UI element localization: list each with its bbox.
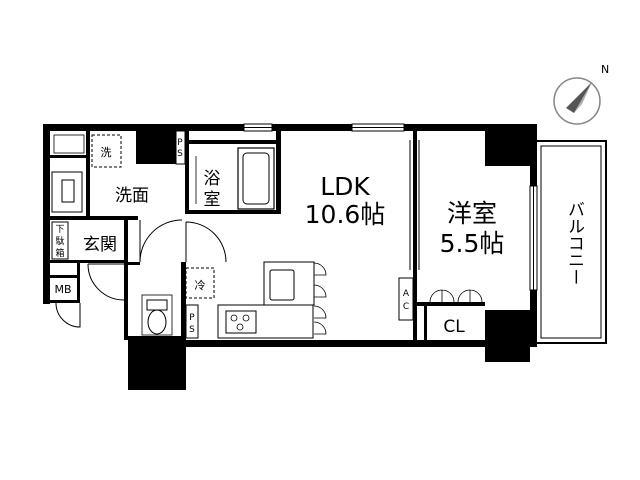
shoe-box (51, 221, 69, 260)
bathtub-inner (242, 152, 270, 205)
washer-label: 洗 (101, 146, 112, 159)
windows (243, 123, 538, 291)
sliding-partition (409, 140, 420, 270)
ldk-room-name: LDK (320, 172, 370, 201)
bath-label-1: 浴 (204, 169, 221, 189)
column-top-right (485, 124, 530, 166)
washroom: 洗 洗面 (51, 134, 149, 213)
svg-text:C: C (403, 302, 409, 312)
column-top-mid (136, 124, 176, 164)
svg-text:S: S (189, 325, 195, 335)
washroom-label: 洗面 (115, 186, 149, 206)
toilet-tank (146, 299, 168, 311)
ldk-room-size: 10.6帖 (305, 200, 386, 229)
ldk-door-swing (185, 221, 227, 263)
compass-north-label: N (601, 63, 609, 76)
fridge-label: 冷 (195, 279, 206, 292)
entrance-label: 玄関 (83, 235, 117, 255)
svg-text:下: 下 (55, 225, 64, 235)
pipe-space-kitchen (185, 304, 199, 339)
closet: CL (429, 289, 483, 337)
compass-needle-shade (574, 82, 592, 113)
hall-door-swing (87, 263, 125, 301)
svg-text:S: S (177, 149, 183, 159)
entry-door-swing (55, 302, 81, 328)
meter-box-label: MB (54, 283, 71, 296)
bathroom: 浴 室 (195, 147, 275, 210)
closet-doors (429, 289, 483, 303)
compass-needle-icon (566, 82, 592, 113)
sink-icon (61, 179, 75, 203)
western-room-size: 5.5帖 (440, 229, 505, 258)
svg-text:P: P (189, 313, 195, 323)
kitchen-sink-icon (269, 269, 295, 301)
balcony-rail (540, 145, 602, 339)
toilet-icon (147, 309, 167, 335)
svg-text:A: A (403, 289, 410, 299)
inner-walls (50, 131, 485, 347)
bathtub (237, 147, 275, 210)
outer-walls (43, 124, 537, 390)
balcony-outline (535, 140, 607, 344)
cabinet-doors (313, 262, 327, 335)
western-room-name: 洋室 (447, 199, 497, 228)
balcony-label: バルコニー (564, 201, 584, 286)
svg-text:P: P (177, 138, 183, 148)
washer-space (91, 134, 122, 168)
column-bottom-left (128, 336, 186, 390)
air-conditioner: A C (398, 277, 414, 321)
bath-label-2: 室 (204, 190, 221, 210)
column-bottom-right (485, 310, 530, 362)
compass: N (553, 63, 609, 125)
svg-text:駄: 駄 (55, 235, 64, 247)
toilet-door-swing (139, 219, 183, 263)
entrance: 下 駄 箱 玄関 MB (51, 221, 125, 328)
washroom-shelf (53, 134, 85, 154)
closet-label: CL (443, 317, 465, 337)
pipe-space-top: P S (175, 130, 186, 165)
balcony: バルコニー (535, 140, 607, 344)
fridge-space (185, 267, 215, 299)
svg-text:箱: 箱 (55, 247, 64, 259)
kitchen: 冷 P S (185, 261, 327, 339)
toilet-room (139, 219, 183, 336)
